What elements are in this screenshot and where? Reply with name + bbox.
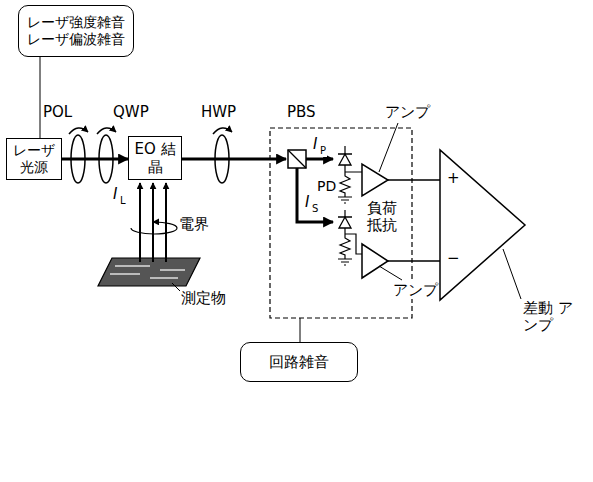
laser-beam: [62, 158, 128, 161]
photodiode: [339, 154, 351, 165]
signal-name: I: [304, 194, 310, 211]
polarizing-beam-splitter: [288, 150, 306, 168]
field-label: 電界: [178, 216, 210, 233]
part-name: HWP: [200, 104, 237, 121]
node-text: EO 結晶: [134, 140, 176, 176]
signal-name: I: [312, 136, 318, 153]
signal-subscript: P: [319, 145, 327, 157]
node-text: レーザ 光源: [12, 142, 56, 176]
leader-line: [379, 123, 398, 172]
leader-line: [40, 57, 41, 138]
rotation-arrow: [69, 128, 88, 134]
load-resistor: [338, 210, 362, 265]
eo-crystal-box: EO 結晶: [128, 136, 182, 180]
device-under-test: [98, 258, 200, 286]
half-wave-plate: [215, 135, 229, 183]
pcb-trace: [110, 266, 185, 278]
node-text: レーザ強度雑音 レーザ偏波雑音: [24, 14, 128, 48]
laser-beam: [215, 158, 229, 161]
part-name: アンプ: [384, 104, 431, 121]
input-sign: −: [446, 250, 461, 267]
field-arrow: [139, 183, 141, 262]
node-text: 回路雑音: [269, 353, 329, 371]
s-beam: [297, 168, 333, 222]
input-sign: +: [446, 170, 461, 187]
noise-callout: レーザ強度雑音 レーザ偏波雑音: [18, 5, 134, 57]
part-name: PBS: [286, 104, 317, 121]
signal-subscript: S: [311, 203, 319, 215]
part-name: 差動 アンプ: [522, 300, 574, 335]
leader-line: [503, 249, 521, 299]
part-name: 測定物: [180, 290, 227, 307]
rotation-arrow: [213, 128, 232, 134]
leader-line: [172, 283, 180, 291]
detector-region: [270, 128, 412, 318]
part-name: アンプ: [392, 282, 439, 299]
part-name: POL: [42, 104, 73, 121]
laser-source-box: レーザ 光源: [6, 138, 62, 180]
part-name: QWP: [112, 104, 150, 121]
amplifier: [362, 244, 388, 278]
part-name: PD: [316, 178, 337, 194]
p-beam: [306, 158, 333, 161]
signal-subscript: L: [119, 195, 127, 207]
differential-amplifier: [440, 150, 525, 300]
field-loop: [131, 222, 177, 234]
splitter-diagonal: [288, 150, 306, 168]
amplifier: [362, 164, 388, 196]
part-name: 負荷 抵抗: [366, 200, 400, 235]
leader-line: [379, 266, 402, 280]
rotation-arrow: [97, 128, 116, 134]
photodiode: [339, 217, 351, 228]
noise-callout: 回路雑音: [240, 342, 358, 382]
load-resistor: [338, 146, 362, 203]
leader-line: [300, 318, 301, 342]
signal-name: I: [112, 186, 118, 203]
